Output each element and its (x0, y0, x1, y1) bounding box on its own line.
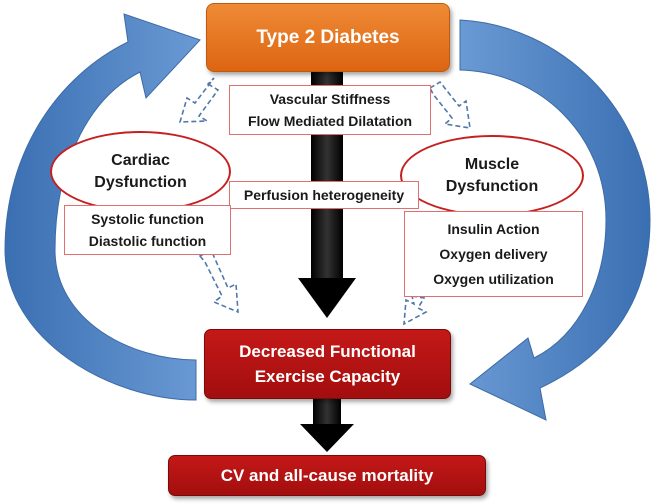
vascular-stiffness-label: Vascular Stiffness (269, 91, 391, 107)
left-cycle-arrow (4, 13, 201, 401)
muscle-title-line2: Dysfunction (445, 177, 539, 195)
muscle-title-line1: Muscle (464, 155, 520, 173)
flow-mediated-dilatation-label: Flow Mediated Dilatation (247, 113, 413, 129)
right-cycle-arrow (459, 19, 651, 421)
mortality-label: CV and all-cause mortality (220, 465, 434, 485)
dashed-arrow-right-down (403, 295, 428, 326)
cardiac-dysfunction-ellipse: Cardiac Dysfunction (50, 131, 231, 212)
cardiac-title-line1: Cardiac (111, 151, 170, 169)
decreased-functional-label: Decreased Functional (239, 342, 416, 361)
mortality-box: CV and all-cause mortality (168, 455, 486, 496)
dashed-arrow-top-left (178, 77, 220, 123)
systolic-function-label: Systolic function (91, 211, 204, 227)
exercise-capacity-label: Exercise Capacity (254, 367, 401, 386)
cardiac-items-box: Systolic function Diastolic function (64, 205, 231, 255)
diastolic-function-label: Diastolic function (88, 233, 207, 249)
insulin-action-label: Insulin Action (447, 220, 540, 237)
type-2-diabetes-box: Type 2 Diabetes (206, 3, 450, 72)
perfusion-heterogeneity-label: Perfusion heterogeneity (243, 187, 405, 203)
oxygen-utilization-label: Oxygen utilization (433, 270, 554, 287)
vascular-box: Vascular Stiffness Flow Mediated Dilatat… (229, 85, 431, 135)
decreased-exercise-capacity-box: Decreased Functional Exercise Capacity (204, 329, 451, 399)
perfusion-box: Perfusion heterogeneity (229, 181, 419, 209)
muscle-dysfunction-ellipse: Muscle Dysfunction (400, 135, 584, 216)
dashed-arrow-left-down (198, 248, 239, 314)
cardiac-title-line2: Dysfunction (94, 173, 187, 191)
type-2-diabetes-label: Type 2 Diabetes (256, 26, 400, 48)
oxygen-delivery-label: Oxygen delivery (439, 245, 548, 262)
muscle-items-box: Insulin Action Oxygen delivery Oxygen ut… (404, 211, 583, 297)
dashed-arrow-top-right (428, 80, 471, 129)
central-arrow-bottom (300, 398, 354, 452)
